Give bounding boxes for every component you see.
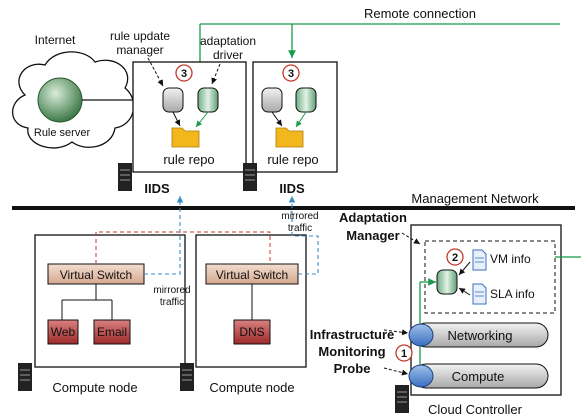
infra-probe-label-line2: Monitoring	[318, 344, 385, 359]
server-icon	[243, 163, 257, 191]
adaptation-manager-label-line1: Adaptation	[339, 210, 407, 225]
rule-repo-label: rule repo	[267, 152, 318, 167]
rule-server-globe-icon	[37, 77, 83, 123]
virtual-switch-label: Virtual Switch	[60, 268, 132, 282]
adaptation-manager-icon	[436, 269, 458, 295]
infra-probe-label-line1: Infrastructure	[310, 327, 395, 342]
sla-info-document-icon	[472, 283, 487, 305]
adaptation-driver-label-line2: driver	[213, 48, 243, 62]
cloud-controller-label: Cloud Controller	[428, 402, 523, 417]
cloud-controller: Adaptation Manager 2 VM info SLA info Ne…	[339, 210, 581, 396]
folder-icon	[275, 127, 304, 148]
management-network-label: Management Network	[411, 191, 539, 206]
email-vm-label: Email	[97, 325, 127, 339]
rule-update-manager-label-line2: manager	[116, 43, 163, 57]
mirrored-traffic-link-1	[144, 196, 184, 275]
compute-probe-icon	[408, 364, 434, 388]
networking-label: Networking	[447, 328, 512, 343]
networking-probe-icon	[408, 323, 434, 347]
mirrored-traffic-label-2-line1: mirrored	[281, 211, 318, 222]
infra-probe-label-line3: Probe	[334, 361, 371, 376]
web-vm-label: Web	[51, 325, 76, 339]
rule-update-manager-icon	[261, 87, 283, 113]
step-2-marker	[446, 248, 464, 266]
adaptation-driver-icon	[295, 87, 317, 113]
rule-update-manager-label-line1: rule update	[110, 29, 170, 43]
iids-box-1: rule update manager adaptation driver 3 …	[110, 29, 256, 173]
remote-connection-label: Remote connection	[364, 6, 476, 21]
step-2-label: 2	[452, 252, 458, 264]
iids-label-1: IIDS	[144, 181, 170, 196]
rule-update-manager-icon	[162, 87, 184, 113]
mirrored-traffic-label-2-line2: traffic	[288, 223, 312, 234]
vm-info-label: VM info	[490, 252, 531, 266]
sla-info-label: SLA info	[490, 287, 535, 301]
red-dashed-link	[95, 231, 271, 264]
iids-box-2: 3 rule repo	[252, 61, 338, 173]
vm-info-document-icon	[472, 249, 487, 271]
compute-node-label-1: Compute node	[52, 380, 137, 395]
iids-label-2: IIDS	[279, 181, 305, 196]
virtual-switch-label: Virtual Switch	[216, 268, 288, 282]
compute-label: Compute	[452, 369, 505, 384]
mirrored-traffic-label-1-line2: traffic	[160, 297, 184, 308]
compute-node-label-2: Compute node	[209, 380, 294, 395]
mirrored-traffic-label-1-line1: mirrored	[153, 285, 190, 296]
server-icon	[18, 363, 32, 391]
rule-server-label: Rule server	[34, 127, 91, 139]
step-3-label: 3	[288, 68, 294, 80]
rule-repo-label: rule repo	[163, 152, 214, 167]
server-icon	[395, 385, 409, 413]
server-icon	[180, 363, 194, 391]
step-1-marker	[395, 344, 413, 362]
internet-label: Internet	[35, 33, 76, 47]
step-3-marker	[175, 64, 193, 82]
dns-vm	[233, 319, 271, 345]
remote-connection-link: Remote connection	[196, 6, 560, 84]
web-vm	[47, 319, 79, 345]
internet-cloud: Internet Rule server	[11, 33, 135, 149]
dns-vm-label: DNS	[239, 325, 264, 339]
compute-node-1: Virtual Switch Web Email	[34, 234, 186, 368]
step-1-label: 1	[401, 348, 407, 360]
step-3-marker	[282, 64, 300, 82]
adaptation-driver-label-line1: adaptation	[200, 34, 256, 48]
compute-node-2: Virtual Switch DNS	[195, 234, 307, 368]
folder-icon	[171, 127, 200, 148]
adaptation-driver-icon	[197, 87, 219, 113]
adaptation-manager-label-line2: Manager	[346, 228, 399, 243]
mirrored-traffic-link-2	[288, 196, 319, 275]
email-vm	[93, 319, 131, 345]
server-icon	[118, 163, 132, 191]
step-3-label: 3	[181, 68, 187, 80]
